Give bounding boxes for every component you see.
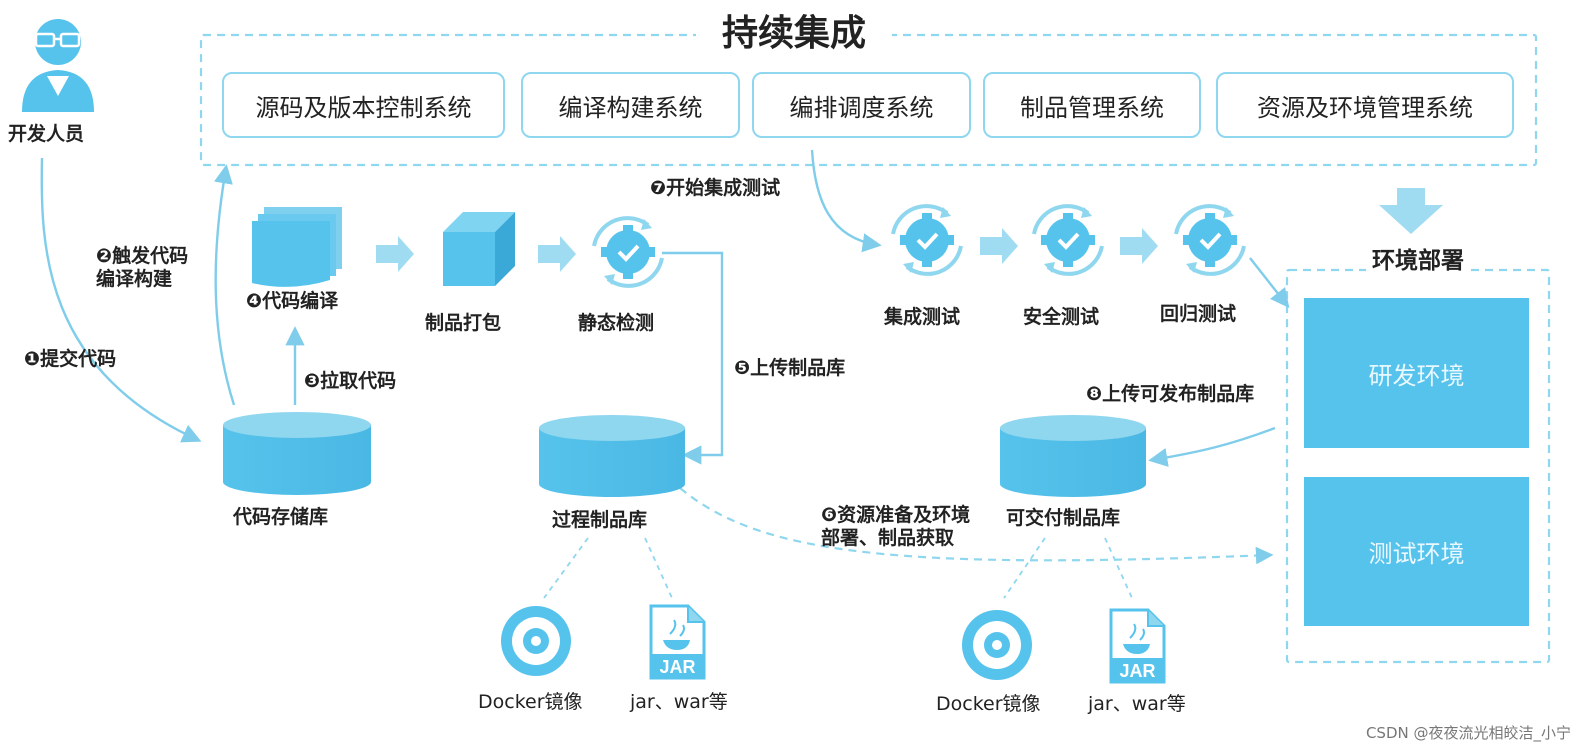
step3-label: ❸拉取代码 [304, 370, 397, 392]
step6-label-line2: 部署、制品获取 [821, 527, 955, 549]
arrow-upload-artifact [662, 251, 724, 465]
system-resource-env-management: 资源及环境管理系统 [1216, 72, 1514, 138]
artifact-connectors [543, 537, 1133, 599]
process-repo-cylinder [539, 415, 685, 497]
step6-label-line1: ❻资源准备及环境 [821, 504, 971, 526]
process-repo-label: 过程制品库 [552, 509, 648, 531]
docker-label-2: Docker镜像 [936, 693, 1041, 715]
developer-icon [22, 14, 94, 112]
integration-test-label: 集成测试 [884, 306, 961, 328]
developer-label: 开发人员 [8, 123, 85, 145]
step2-label-line1: ❷触发代码 [96, 245, 189, 267]
flow-arrow-3 [980, 228, 1018, 264]
code-repo-cylinder [223, 412, 371, 495]
deliverable-repo-cylinder [1000, 415, 1146, 497]
arrow-to-deploy [1249, 257, 1290, 309]
step2-label-line2: 编译构建 [96, 268, 173, 290]
jar-icon-text-1: JAR [659, 657, 695, 677]
dev-env-box: 研发环境 [1304, 298, 1529, 448]
deploy-title: 环境部署 [1366, 248, 1470, 275]
jar-war-label-2: jar、war等 [1088, 693, 1186, 715]
flow-arrow-4 [1120, 228, 1158, 264]
flow-arrow-1 [376, 236, 414, 272]
flow-arrow-2 [538, 236, 576, 272]
jar-file-icon-2: JAR [1109, 608, 1166, 684]
regression-test-label: 回归测试 [1160, 303, 1237, 325]
system-artifact-management: 制品管理系统 [983, 72, 1201, 138]
regression-test-gear-icon [1174, 204, 1246, 276]
docker-disc-icon-1 [501, 606, 571, 676]
arrow-upload-release [1148, 426, 1276, 467]
code-compile-icon [252, 207, 342, 287]
ci-title: 持续集成 [696, 4, 893, 56]
jar-file-icon-1: JAR [649, 604, 706, 680]
integration-test-gear-icon [891, 204, 963, 276]
arrow-env-prep [679, 487, 1274, 565]
security-test-label: 安全测试 [1023, 306, 1100, 328]
jar-icon-text-2: JAR [1119, 661, 1155, 681]
deploy-down-arrow [1379, 188, 1443, 234]
step4-label: ❹代码编译 [246, 290, 339, 312]
docker-label-1: Docker镜像 [478, 691, 583, 713]
static-check-gear-icon [592, 216, 664, 288]
static-check-label: 静态检测 [578, 312, 655, 334]
package-label: 制品打包 [425, 312, 502, 334]
system-source-control: 源码及版本控制系统 [222, 72, 505, 138]
system-build: 编译构建系统 [521, 72, 740, 138]
arrow-start-integration [810, 149, 882, 253]
test-env-box: 测试环境 [1304, 477, 1529, 626]
docker-disc-icon-2 [962, 610, 1032, 680]
package-icon [443, 212, 515, 286]
step8-label: ❽上传可发布制品库 [1086, 383, 1255, 405]
watermark: CSDN @夜夜流光相皎洁_小宁 [1365, 724, 1571, 742]
security-test-gear-icon [1032, 204, 1104, 276]
step5-label: ❺上传制品库 [734, 357, 846, 379]
system-orchestration: 编排调度系统 [752, 72, 971, 138]
step1-label: ❶提交代码 [24, 348, 117, 370]
arrow-commit [40, 157, 202, 443]
jar-war-label-1: jar、war等 [630, 691, 728, 713]
arrow-trigger-build [213, 164, 236, 406]
deliverable-repo-label: 可交付制品库 [1006, 507, 1121, 529]
code-repo-label: 代码存储库 [233, 506, 329, 528]
step7-label: ❼开始集成测试 [650, 177, 781, 199]
